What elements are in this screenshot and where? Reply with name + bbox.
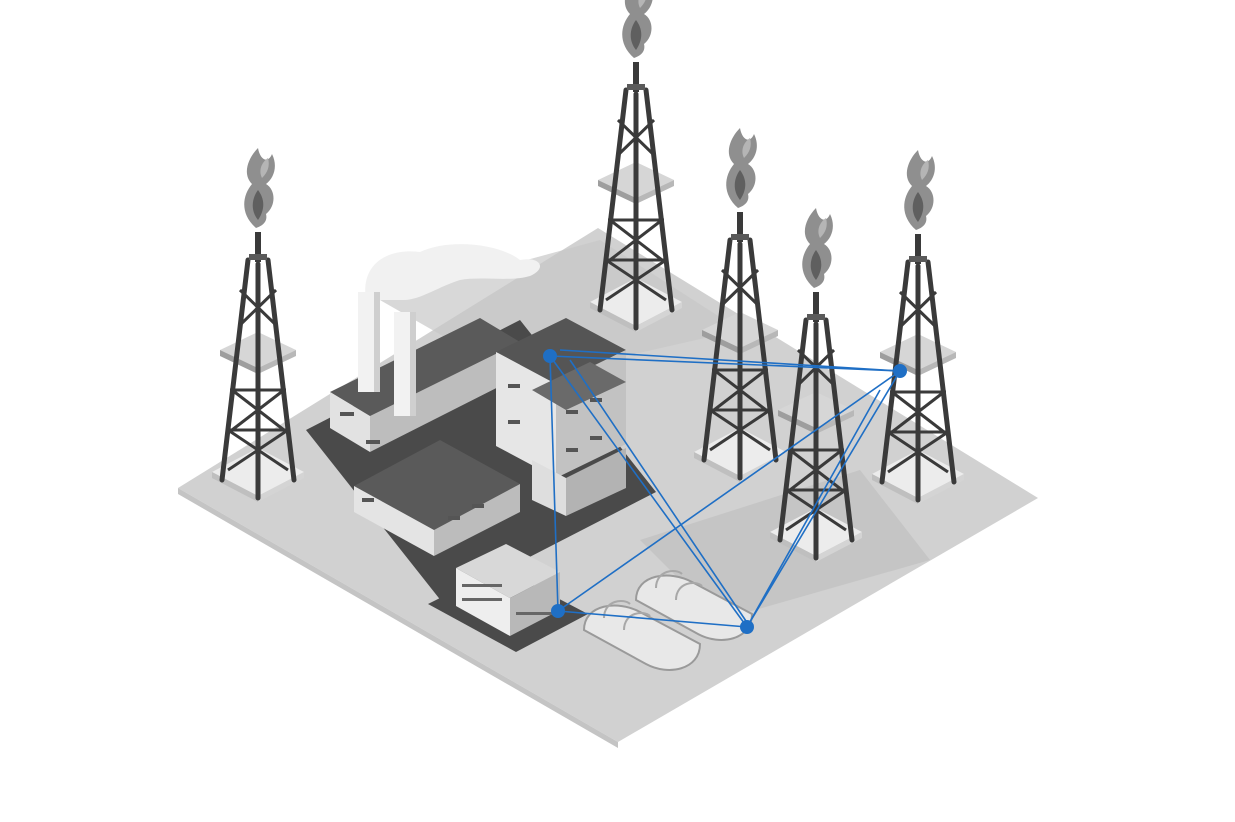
oil-derrick-2 (590, 0, 682, 332)
oil-derrick-5 (872, 150, 964, 504)
network-link (549, 355, 559, 612)
chimney-smoke (365, 244, 541, 300)
network-link (557, 370, 901, 612)
main-factory (306, 292, 656, 602)
hangars (582, 570, 754, 671)
network-link (549, 355, 901, 372)
network-link (569, 359, 749, 625)
network-node (740, 620, 754, 634)
oil-derrick-1 (212, 148, 304, 502)
office-building (428, 544, 588, 652)
network-link (559, 349, 901, 372)
network-link (746, 370, 901, 628)
network-overlay (549, 349, 901, 628)
network-node (893, 364, 907, 378)
network-nodes (543, 349, 907, 634)
network-link (549, 355, 748, 628)
network-node (551, 604, 565, 618)
network-node (543, 349, 557, 363)
network-link (557, 610, 748, 628)
network-link (746, 389, 881, 628)
